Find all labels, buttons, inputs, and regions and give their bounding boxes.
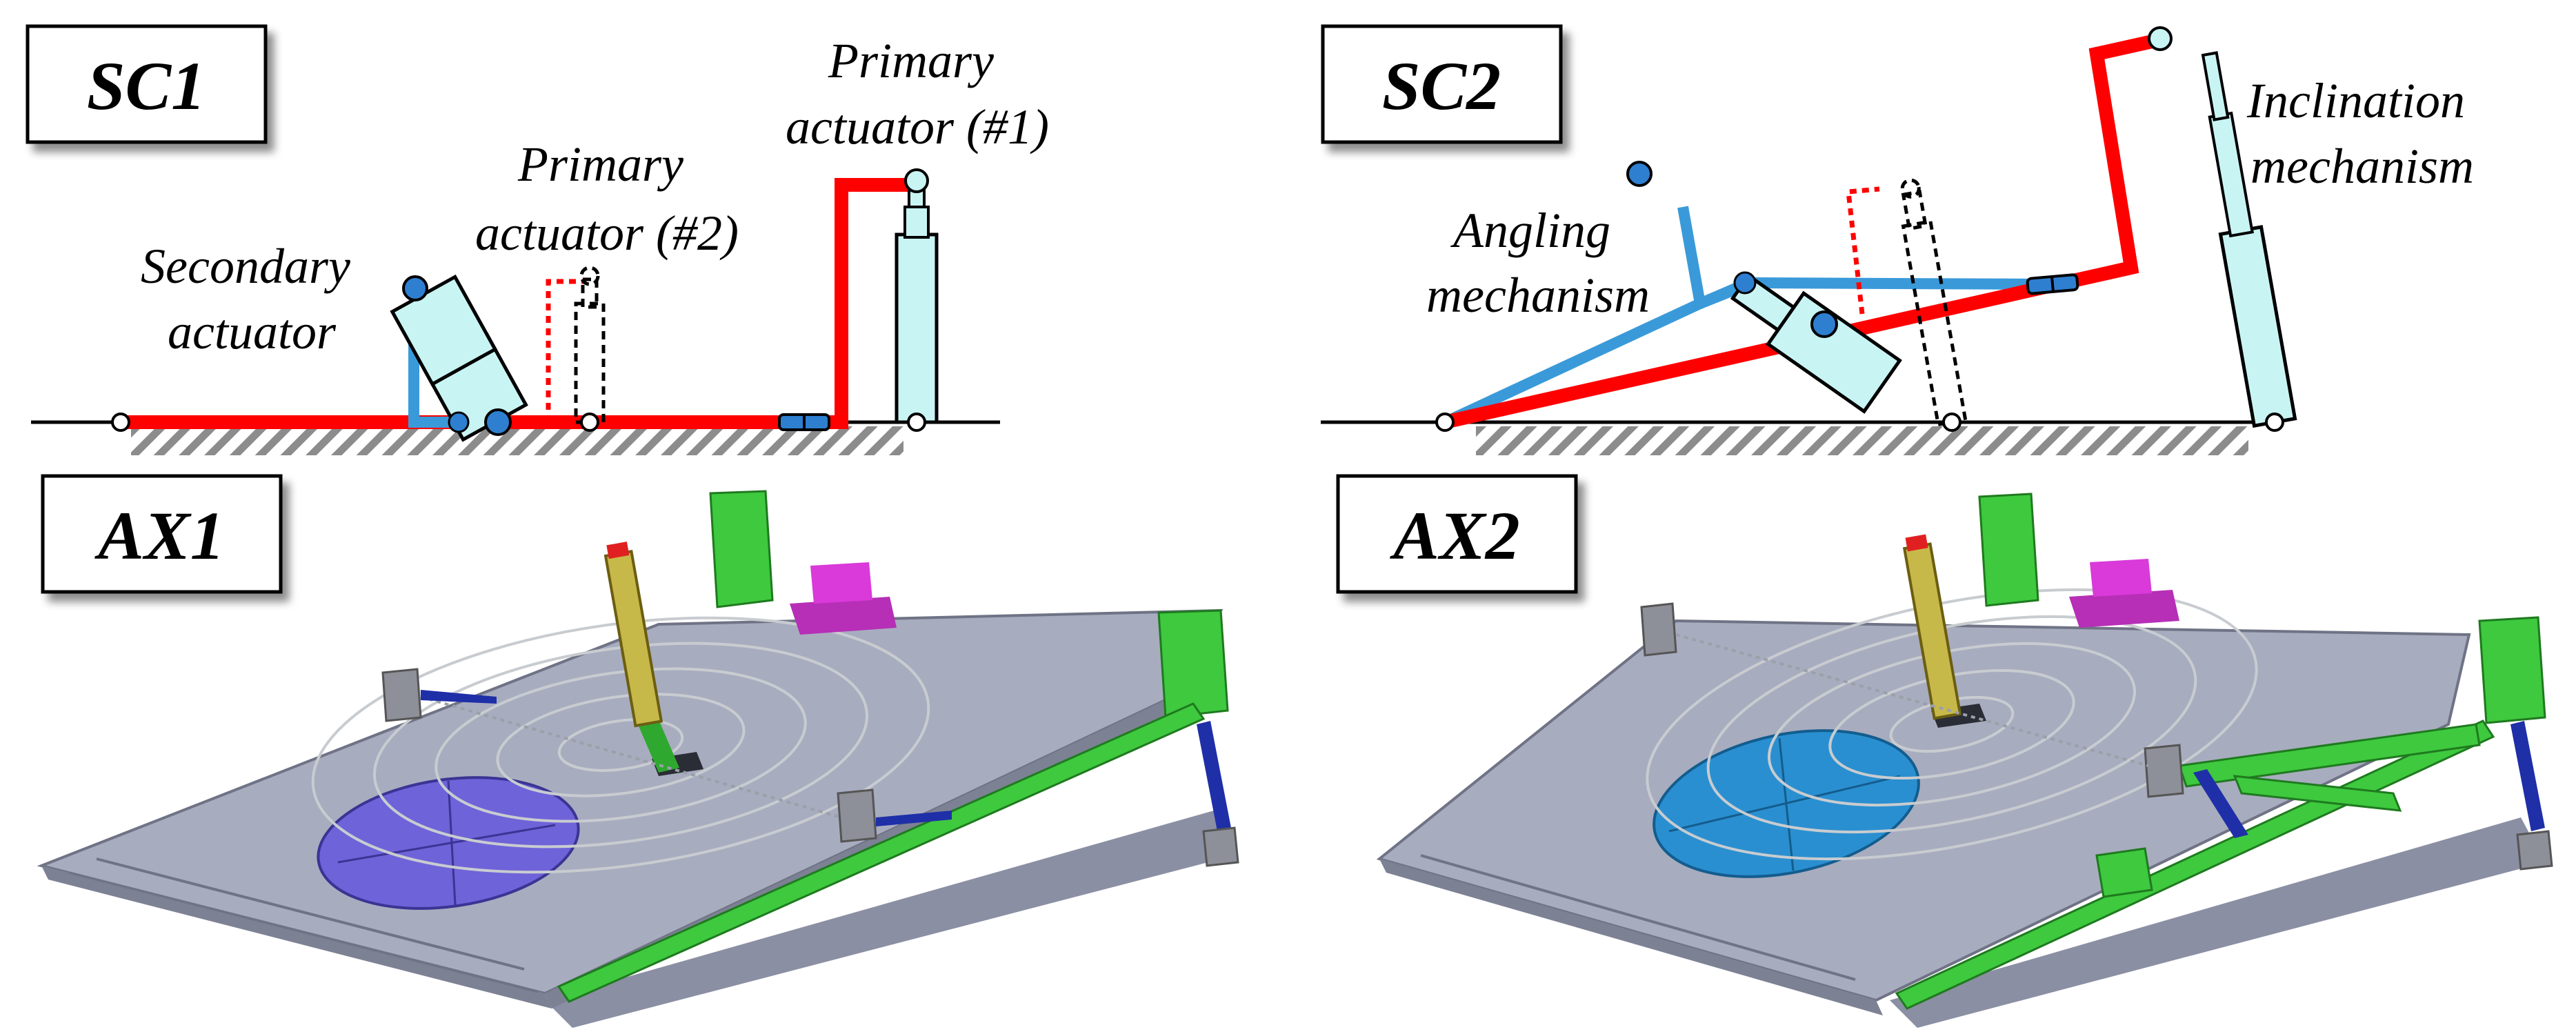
sc1-primary-actuator-2-label: Primary actuator (#2) xyxy=(475,137,739,261)
sc2-ground-pivots xyxy=(1435,413,2284,432)
ax1-bracket-right xyxy=(837,788,877,843)
ax1-side-actuator xyxy=(1197,721,1231,831)
ax1-green-rail xyxy=(557,702,1206,1003)
ax2-magenta-block xyxy=(2069,559,2179,628)
ax2-side-actuator xyxy=(2510,721,2545,831)
sc1-ground-hatch xyxy=(131,426,903,455)
sc2-inclination-mechanism-label: Inclination mechanism xyxy=(2246,73,2477,194)
sc2-angling-mechanism-label: Angling mechanism xyxy=(1426,203,1650,323)
ax1-bracket-left xyxy=(381,668,422,722)
ax2-angling-actuator xyxy=(2193,769,2248,838)
sc2-angling-upper-link xyxy=(1677,206,2046,312)
svg-text:AX2: AX2 xyxy=(1389,497,1519,574)
sc1-secondary-actuator xyxy=(390,274,528,442)
ax2-bracket-left xyxy=(1640,602,1677,657)
ax1-bracket-corner xyxy=(1202,826,1239,867)
sc1-secondary-top-joint xyxy=(402,275,428,301)
sc2-angling-top-joint xyxy=(1626,161,1653,187)
ax2-platform-edge xyxy=(1379,859,1883,1015)
sc1-secondary-bottom-joint xyxy=(484,408,512,436)
ax2-bracket-right xyxy=(2144,744,2184,798)
sc1-label: SC1 xyxy=(26,24,268,144)
sc2-slider-joint xyxy=(2026,273,2079,295)
sc1-primary-actuator-1-label: Primary actuator (#1) xyxy=(786,33,1049,155)
ax2-base-plate xyxy=(1890,817,2545,1028)
sc1-ground-pivots xyxy=(111,413,926,432)
svg-text:AX1: AX1 xyxy=(94,497,224,574)
ax2-label: AX2 xyxy=(1336,474,1578,594)
sc2-mid-joint xyxy=(1733,271,1757,295)
ax1-magenta-block xyxy=(790,562,897,635)
ax2-green-post-right xyxy=(2478,616,2546,724)
ax2-bracket-corner xyxy=(2516,830,2553,871)
svg-text:SC1: SC1 xyxy=(87,48,206,124)
sc2-ground-hatch xyxy=(1476,426,2248,455)
ax1-green-post-back xyxy=(709,490,774,608)
sc1-primary-actuator-2 xyxy=(574,266,606,424)
ax1-base-plate xyxy=(545,811,1235,1028)
ax1-platform-edge xyxy=(41,866,552,1009)
ax1-label: AX1 xyxy=(41,474,283,594)
ax2-cable xyxy=(1675,633,2149,767)
sc1-primary-actuator-1 xyxy=(895,168,939,424)
ax1-rings xyxy=(311,616,930,874)
ax1-actuator-rod xyxy=(603,542,663,728)
sc1-schematic xyxy=(31,168,1000,455)
ax1-render xyxy=(37,490,1239,1028)
sc1-primary-ghost-link xyxy=(546,279,586,422)
ax1-green-post-right xyxy=(1157,609,1229,719)
sc2-label: SC2 xyxy=(1321,24,1563,144)
sc2-primary-ghost-link xyxy=(1846,186,1880,315)
ax2-green-frame xyxy=(1895,720,2495,1010)
sc2-angling-bottom-joint xyxy=(1810,310,1838,338)
ax2-render xyxy=(1376,493,2553,1028)
sc1-secondary-actuator-label: Secondary actuator xyxy=(141,239,363,359)
sc2-inclination-top-joint xyxy=(2148,26,2173,51)
sc2-schematic xyxy=(1321,26,2297,455)
sc1-slider-joint xyxy=(778,413,830,431)
sc1-mid-joint xyxy=(448,411,470,433)
ax1-cable xyxy=(420,695,842,819)
ax2-green-post-back xyxy=(1978,493,2039,607)
ax2-actuator-rod xyxy=(1902,534,1962,720)
sc2-angling-actuator xyxy=(1730,273,1902,414)
svg-text:SC2: SC2 xyxy=(1382,48,1501,124)
